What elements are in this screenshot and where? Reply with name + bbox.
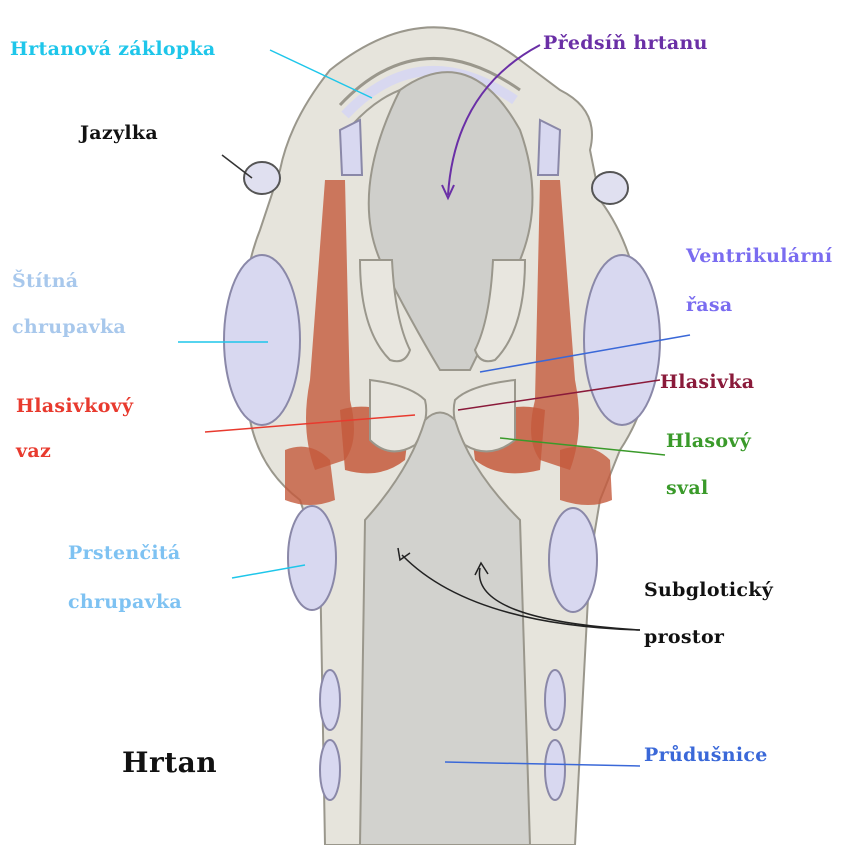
label-epiglottis: Hrtanová záklopka — [10, 36, 216, 62]
label-hyoid: Jazylka — [80, 120, 158, 146]
epiglottis-cartilage — [340, 120, 362, 175]
hyoid-right — [592, 172, 628, 204]
label-larynx: Hrtan — [122, 746, 217, 780]
lower-muscle-right — [560, 447, 612, 505]
label-subglottic-line2: prostor — [644, 624, 724, 650]
label-ventricular-line2: řasa — [686, 292, 733, 318]
label-trachea: Průdušnice — [644, 742, 768, 768]
label-thyroid-line2: chrupavka — [12, 314, 126, 340]
label-cricoid-line1: Prstenčitá — [68, 540, 181, 566]
label-vocal-muscle-line1: Hlasový — [666, 428, 751, 454]
label-subglottic-line1: Subglotický — [644, 577, 773, 603]
label-ventricular-line1: Ventrikulární — [686, 243, 832, 269]
label-vestibule: Předsíň hrtanu — [543, 30, 708, 56]
hyoid-left — [244, 162, 280, 194]
label-vocal-fold: Hlasivka — [660, 369, 754, 395]
leader-hyoid — [222, 155, 252, 178]
thyroid-cartilage-right — [584, 255, 660, 425]
label-vocal-muscle-line2: sval — [666, 475, 708, 501]
label-thyroid-line1: Štítná — [12, 268, 78, 294]
cricoid-right — [549, 508, 597, 612]
label-vocal-ligament-line2: vaz — [16, 438, 51, 464]
label-vocal-ligament-line1: Hlasivkový — [16, 393, 133, 419]
cricoid-left — [288, 506, 336, 610]
thyroid-cartilage-left — [224, 255, 300, 425]
label-cricoid-line2: chrupavka — [68, 589, 182, 615]
